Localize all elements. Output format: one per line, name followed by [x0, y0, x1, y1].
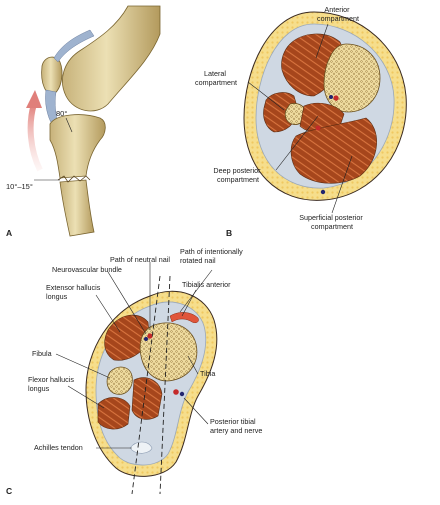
tibia-plateau	[49, 114, 106, 179]
panel-a-letter: A	[6, 228, 12, 238]
c-posterior-tibial-nerve	[179, 391, 185, 397]
panel-c-letter: C	[6, 486, 12, 496]
panel-a-knee: 80° 10°–15° A	[6, 5, 161, 238]
fracture-line	[57, 175, 91, 183]
c-label-flexor: Flexor hallucis longus	[28, 375, 76, 393]
c-posterior-muscle	[131, 377, 163, 420]
c-label-rotated-nail: Path of intentionally rotated nail	[180, 247, 245, 265]
tibia-shaft	[59, 179, 95, 237]
b-anterior-artery	[333, 95, 339, 101]
c-neutral-nail-path	[131, 275, 161, 495]
c-label-extensor: Extensor hallucis longus	[46, 283, 102, 301]
c-posterior-tibial-artery	[173, 389, 179, 395]
c-label-neurovascular: Neurovascular bundle	[52, 265, 122, 274]
c-fibula	[106, 366, 133, 395]
c-neurovascular-nerve	[144, 337, 148, 341]
b-sural-nerve	[320, 189, 326, 195]
c-tibia	[139, 322, 198, 382]
femur	[62, 5, 161, 112]
c-label-tibia: Tibia	[200, 369, 215, 378]
c-anterior-artery	[147, 333, 153, 339]
panel-b-cross-section: Anterior compartment Lateral compartment…	[195, 5, 407, 238]
c-label-posterior-tibial: Posterior tibial artery and nerve	[210, 417, 262, 435]
quadriceps-tendon	[53, 29, 95, 63]
c-flexor-muscle	[97, 397, 131, 430]
b-anterior-nerve	[329, 95, 333, 99]
panel-b-letter: B	[226, 228, 232, 238]
c-tibialis-anterior	[169, 312, 199, 324]
c-label-tibialis-anterior: Tibialis anterior	[182, 280, 231, 289]
b-label-lateral: Lateral compartment	[195, 69, 237, 87]
b-label-deep-posterior: Deep posterior compartment	[213, 166, 262, 184]
c-rotated-nail-path	[159, 275, 171, 495]
angle-fracture-label: 10°–15°	[6, 182, 33, 191]
b-fibula	[284, 103, 307, 125]
c-label-fibula: Fibula	[32, 349, 52, 358]
flexion-arrowhead	[26, 90, 42, 108]
c-label-achilles: Achilles tendon	[34, 443, 83, 452]
c-achilles-tendon	[129, 441, 153, 454]
b-label-superficial-posterior: Superficial posterior compartment	[299, 213, 365, 231]
c-extensor-muscle	[104, 314, 151, 361]
b-posterior-artery	[315, 125, 321, 131]
b-label-anterior: Anterior compartment	[317, 5, 359, 23]
panel-c-cross-section: Path of neutral nail Path of intentional…	[6, 247, 262, 496]
b-superficial-posterior-muscle	[290, 117, 377, 184]
c-label-neutral-nail: Path of neutral nail	[110, 255, 170, 264]
flexion-arrow	[27, 103, 43, 172]
b-tibia	[323, 43, 381, 113]
patella	[41, 56, 63, 95]
angle-flexion-label: 80°	[56, 109, 67, 118]
